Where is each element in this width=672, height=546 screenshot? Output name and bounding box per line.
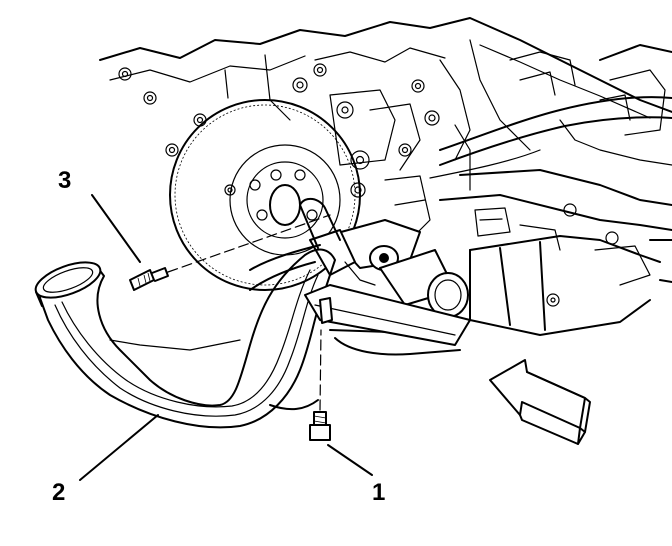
bolt-1-icon — [309, 329, 331, 441]
flywheel-inspection-cover-icon — [34, 244, 471, 429]
callout-leaders — [79, 194, 373, 481]
callout-number-1: 1 — [372, 479, 385, 506]
bolt-3-icon — [129, 214, 331, 291]
flywheel-icon — [169, 99, 361, 291]
starter-motor-icon — [299, 197, 469, 319]
forward-direction-arrow-icon — [489, 359, 591, 445]
engine-block — [99, 17, 672, 286]
callout-number-2: 2 — [52, 479, 65, 506]
callout-number-3: 3 — [58, 167, 71, 194]
